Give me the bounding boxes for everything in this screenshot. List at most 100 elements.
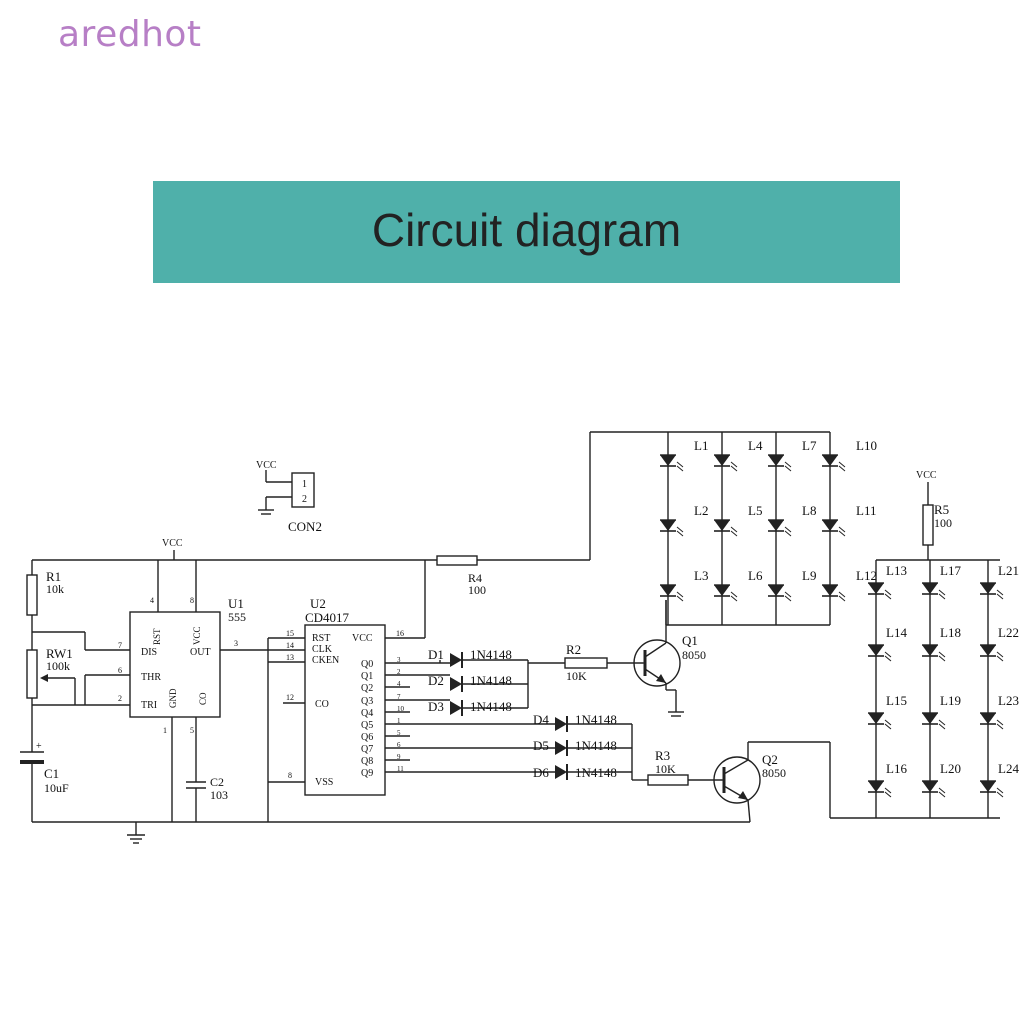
u2-q5-label: Q5: [361, 720, 373, 731]
svg-text:8050: 8050: [682, 648, 706, 662]
u2-pin-7: 7: [397, 693, 401, 701]
u1-part: 555: [228, 610, 246, 624]
u2-q2-label: Q2: [361, 683, 373, 694]
u1-pin-co: CO: [198, 692, 208, 705]
led-l18: L18: [921, 625, 961, 662]
svg-text:1N4148: 1N4148: [575, 738, 617, 753]
resistor-r4: R4 100: [436, 555, 486, 597]
led-l11: L11: [821, 503, 876, 537]
led-l12: L12: [821, 568, 877, 602]
led-l2: L2: [659, 503, 708, 537]
resistor-r3: R3 10K: [647, 748, 689, 786]
svg-text:12: 12: [286, 693, 294, 702]
c1-polarity: +: [36, 741, 42, 752]
u2-pin-10: 10: [397, 705, 405, 713]
svg-text:CO: CO: [315, 699, 329, 710]
con2-vcc-label: VCC: [256, 460, 277, 471]
svg-text:R2: R2: [566, 642, 581, 657]
capacitor-c2: C2 103: [186, 775, 228, 802]
led-l22: L22: [979, 625, 1019, 662]
r1-value: 10k: [46, 582, 64, 596]
u1-pin-rst: RST: [152, 628, 162, 645]
u2-q6-label: Q6: [361, 732, 373, 743]
svg-text:R3: R3: [655, 748, 670, 763]
svg-text:8: 8: [190, 596, 194, 605]
u2-part: CD4017: [305, 610, 350, 625]
led-label-l7: L7: [802, 438, 817, 453]
led-label-l14: L14: [886, 625, 907, 640]
u1-pin-vcc: VCC: [192, 626, 202, 645]
u2-q9-label: Q9: [361, 768, 373, 779]
capacitor-c1: + C1 10uF: [20, 741, 69, 795]
svg-text:D4: D4: [533, 712, 549, 727]
led-label-l9: L9: [802, 568, 816, 583]
svg-text:4: 4: [150, 596, 154, 605]
diode-d5: D5 1N4148: [533, 738, 617, 757]
c1-ref: C1: [44, 766, 59, 781]
led-l13: L13: [867, 563, 907, 600]
r1-ref: R1: [46, 569, 61, 584]
u1-pin-tri: TRI: [141, 700, 157, 711]
rw1-value: 100k: [46, 659, 70, 673]
svg-text:10K: 10K: [655, 762, 676, 776]
c1-value: 10uF: [44, 781, 69, 795]
transistor-q2: Q2 8050: [713, 752, 786, 804]
con2-pin1: 1: [302, 479, 307, 490]
u2-ref: U2: [310, 596, 326, 611]
diode-d1: D1 1N4148: [428, 647, 512, 669]
svg-text:CKEN: CKEN: [312, 655, 339, 666]
led-l3: L3: [659, 568, 708, 602]
diode-d4: D4 1N4148: [533, 712, 617, 733]
svg-text:8050: 8050: [762, 766, 786, 780]
svg-text:6: 6: [118, 666, 122, 675]
u2-q7-label: Q7: [361, 744, 373, 755]
led-label-l22: L22: [998, 625, 1019, 640]
con2-pin2: 2: [302, 494, 307, 505]
svg-text:RST: RST: [312, 633, 330, 644]
led-l6: L6: [713, 568, 763, 602]
resistor-r5: VCC R5 100: [916, 470, 952, 560]
u2-q4-label: Q4: [361, 708, 373, 719]
led-label-l1: L1: [694, 438, 708, 453]
led-l9: L9: [767, 568, 816, 602]
svg-text:D5: D5: [533, 738, 549, 753]
led-l14: L14: [867, 625, 907, 662]
led-label-l23: L23: [998, 693, 1019, 708]
transistor-q1: Q1 8050: [633, 633, 706, 687]
led-l15: L15: [867, 693, 907, 730]
led-l24: L24: [979, 761, 1019, 798]
con2-label: CON2: [288, 519, 322, 534]
svg-text:D1: D1: [428, 647, 444, 662]
svg-text:D2: D2: [428, 673, 444, 688]
led-label-l17: L17: [940, 563, 961, 578]
led-label-l20: L20: [940, 761, 961, 776]
rw1-ref: RW1: [46, 646, 73, 661]
svg-text:Q1: Q1: [682, 633, 698, 648]
svg-text:VSS: VSS: [315, 777, 333, 788]
svg-text:13: 13: [286, 653, 294, 662]
c2-value: 103: [210, 788, 228, 802]
svg-text:8: 8: [288, 771, 292, 780]
svg-text:3: 3: [234, 639, 238, 648]
diode-d3: D3 1N4148: [428, 699, 512, 717]
u2-pin-2: 2: [397, 668, 401, 676]
ic-u1-555: U1 555 DIS THR TRI OUT RST VCC GND CO 7 …: [118, 596, 246, 735]
brand-watermark: aredhot: [58, 14, 202, 55]
u2-q3-label: Q3: [361, 696, 373, 707]
resistor-r2: R2 10K: [564, 642, 608, 683]
svg-text:14: 14: [286, 641, 294, 650]
u1-ref: U1: [228, 596, 244, 611]
vcc-main-label: VCC: [162, 538, 183, 549]
svg-text:VCC: VCC: [916, 470, 937, 481]
led-l8: L8: [767, 503, 816, 537]
svg-text:10K: 10K: [566, 669, 587, 683]
led-l20: L20: [921, 761, 961, 798]
u2-pin-5: 5: [397, 729, 401, 737]
svg-text:1N4148: 1N4148: [470, 699, 512, 714]
diode-d2: D2 1N4148: [428, 673, 512, 693]
led-label-l18: L18: [940, 625, 961, 640]
u2-pin-6: 6: [397, 741, 401, 749]
